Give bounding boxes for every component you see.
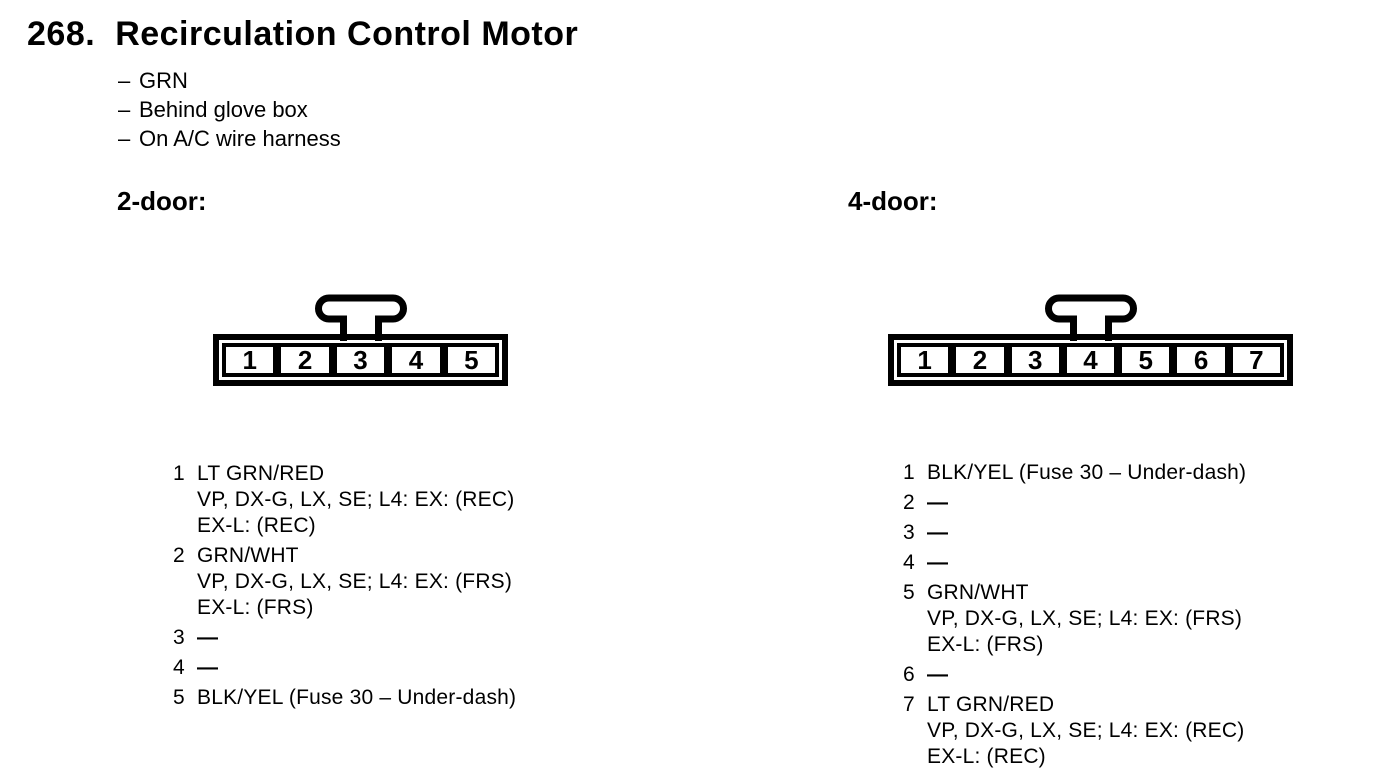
wire-description-line: EX-L: (FRS)	[927, 633, 1044, 656]
pin-cell-2: 2	[952, 343, 1008, 377]
connector-lock-tab-icon	[1045, 294, 1137, 341]
pin-cell-3: 3	[332, 343, 389, 377]
wire-description-line: LT GRN/RED	[197, 462, 325, 485]
pin-entry: 3—	[173, 625, 516, 651]
pin-number: 6	[903, 663, 915, 686]
wire-description-line: VP, DX-G, LX, SE; L4: EX: (REC)	[927, 719, 1245, 742]
pin-number: 5	[173, 686, 185, 709]
pin-entry: 7 LT GRN/RED VP, DX-G, LX, SE; L4: EX: (RE…	[903, 692, 1246, 770]
pin-cell-7: 7	[1228, 343, 1284, 377]
note-dash: –	[118, 68, 131, 93]
wire-description-line: BLK/YEL (Fuse 30 – Under-dash)	[197, 686, 517, 709]
section-label-2door: 2-door:	[117, 186, 207, 216]
pin-description: —	[197, 655, 218, 681]
pin-list-2door: 1 LT GRN/RED VP, DX-G, LX, SE; L4: EX: (RE…	[173, 461, 516, 715]
wire-description-line: BLK/YEL (Fuse 30 – Under-dash)	[927, 461, 1247, 484]
pin-entry: 2—	[903, 490, 1246, 516]
pin-entry: 4—	[173, 655, 516, 681]
no-connection-dash: —	[927, 551, 949, 574]
pin-entry: 3—	[903, 520, 1246, 546]
pin-entry: 6—	[903, 662, 1246, 688]
wire-description-line: EX-L: (REC)	[927, 745, 1046, 768]
pin-number: 3	[903, 521, 915, 544]
note-item: – On A/C wire harness	[118, 124, 341, 153]
no-connection-dash: —	[197, 626, 219, 649]
pin-description: —	[927, 550, 948, 576]
pin-number: 7	[903, 693, 915, 716]
wire-description-line: LT GRN/RED	[927, 693, 1055, 716]
pin-description: BLK/YEL (Fuse 30 – Under-dash)	[197, 685, 516, 711]
pin-cell-4: 4	[388, 343, 444, 377]
pin-entry: 1 BLK/YEL (Fuse 30 – Under-dash)	[903, 460, 1246, 486]
note-dash: –	[118, 97, 131, 122]
note-dash: –	[118, 126, 131, 151]
pin-entry: 4—	[903, 550, 1246, 576]
no-connection-dash: —	[197, 656, 219, 679]
pin-cell-2: 2	[277, 343, 333, 377]
pin-description: —	[927, 490, 948, 516]
pin-number: 2	[173, 544, 185, 567]
pin-number: 5	[903, 581, 915, 604]
pin-cell-4: 4	[1062, 343, 1119, 377]
pin-description: GRN/WHT VP, DX-G, LX, SE; L4: EX: (FRS) EX…	[197, 543, 512, 621]
pin-description: —	[927, 662, 948, 688]
pin-cell-1: 1	[897, 343, 953, 377]
wire-description-line: VP, DX-G, LX, SE; L4: EX: (FRS)	[197, 570, 513, 593]
section-label-4door: 4-door:	[848, 186, 938, 216]
wire-description-line: VP, DX-G, LX, SE; L4: EX: (FRS)	[927, 607, 1243, 630]
pin-entry: 5 GRN/WHT VP, DX-G, LX, SE; L4: EX: (FRS) E…	[903, 580, 1246, 658]
pin-description: LT GRN/RED VP, DX-G, LX, SE; L4: EX: (REC…	[927, 692, 1244, 770]
note-text: On A/C wire harness	[139, 126, 341, 151]
no-connection-dash: —	[927, 521, 949, 544]
no-connection-dash: —	[927, 491, 949, 514]
pin-description: BLK/YEL (Fuse 30 – Under-dash)	[927, 460, 1246, 486]
note-item: – Behind glove box	[118, 95, 341, 124]
pin-number: 3	[173, 626, 185, 649]
section-number: 268.	[27, 15, 96, 53]
pin-number: 4	[903, 551, 915, 574]
notes-list: – GRN – Behind glove box – On A/C wire h…	[118, 66, 341, 153]
pin-entry: 5 BLK/YEL (Fuse 30 – Under-dash)	[173, 685, 516, 711]
note-text: GRN	[139, 68, 188, 93]
pin-cell-5: 5	[443, 343, 500, 377]
page-title: Recirculation Control Motor	[115, 15, 579, 53]
note-item: – GRN	[118, 66, 341, 95]
pin-description: LT GRN/RED VP, DX-G, LX, SE; L4: EX: (REC…	[197, 461, 514, 539]
wire-description-line: VP, DX-G, LX, SE; L4: EX: (REC)	[197, 488, 515, 511]
note-text: Behind glove box	[139, 97, 308, 122]
wire-description-line: GRN/WHT	[927, 581, 1029, 604]
pin-cell-3: 3	[1007, 343, 1063, 377]
pin-cell-5: 5	[1118, 343, 1174, 377]
pin-cell-6: 6	[1173, 343, 1229, 377]
pin-description: —	[197, 625, 218, 651]
pin-number: 4	[173, 656, 185, 679]
no-connection-dash: —	[927, 663, 949, 686]
pin-entry: 2 GRN/WHT VP, DX-G, LX, SE; L4: EX: (FRS) E…	[173, 543, 516, 621]
wire-description-line: EX-L: (REC)	[197, 514, 316, 537]
page-heading: 268. Recirculation Control Motor	[27, 17, 578, 51]
pin-number: 2	[903, 491, 915, 514]
pin-cell-1: 1	[222, 343, 278, 377]
pin-entry: 1 LT GRN/RED VP, DX-G, LX, SE; L4: EX: (RE…	[173, 461, 516, 539]
connector-lock-tab-icon	[315, 294, 407, 341]
wire-description-line: EX-L: (FRS)	[197, 596, 314, 619]
pin-number: 1	[173, 462, 185, 485]
pin-number: 1	[903, 461, 915, 484]
pin-description: GRN/WHT VP, DX-G, LX, SE; L4: EX: (FRS) EX…	[927, 580, 1242, 658]
pin-description: —	[927, 520, 948, 546]
wire-description-line: GRN/WHT	[197, 544, 299, 567]
